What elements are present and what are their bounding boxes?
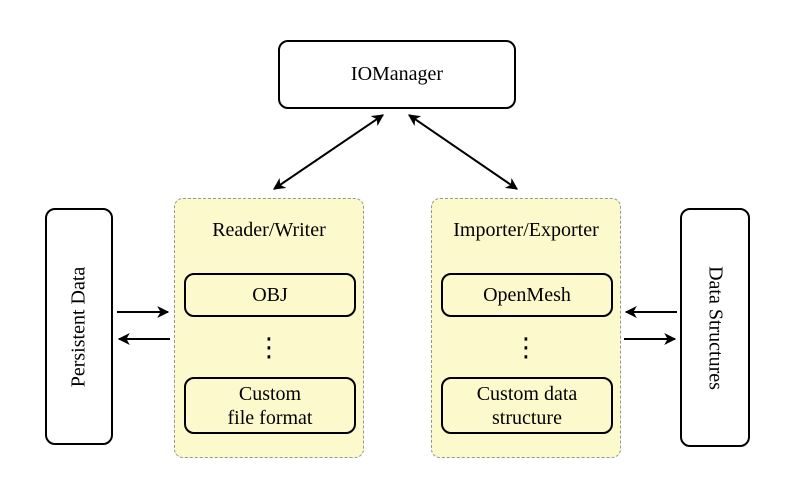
node-iomanager-label: IOManager [350,63,444,85]
node-data-structures: Data Structures [680,208,750,447]
arrow-iomanager-readerwriter [273,114,384,190]
node-custom-data-structure-line1: Custom data [476,382,578,405]
node-persistent-data-label: Persistent Data [67,266,90,387]
group-reader-writer-label: Reader/Writer [212,219,326,241]
node-custom-file-format-line2: file format [227,406,313,429]
node-openmesh: OpenMesh [441,273,613,317]
ellipsis-glyph: ⋮ [256,333,282,363]
node-custom-file-format-line1: Custom [238,382,302,405]
node-iomanager: IOManager [278,40,516,109]
node-openmesh-label: OpenMesh [483,284,571,306]
ellipsis-glyph: ⋮ [513,333,539,363]
arrow-iomanager-importerexporter [408,114,518,190]
node-custom-data-structure: Custom data structure [441,377,613,434]
node-persistent-data: Persistent Data [45,208,113,445]
group-importer-exporter: Importer/Exporter OpenMesh ⋮ Custom data… [431,198,621,458]
ellipsis-dots: ⋮ [432,325,620,371]
node-data-structures-label: Data Structures [704,265,727,390]
node-obj-label: OBJ [252,284,288,306]
node-custom-file-format: Custom file format [184,377,356,434]
node-obj: OBJ [184,273,356,317]
group-reader-writer: Reader/Writer OBJ ⋮ Custom file format [174,198,364,458]
ellipsis-dots: ⋮ [175,325,363,371]
group-importer-exporter-label: Importer/Exporter [453,219,599,241]
node-custom-data-structure-line2: structure [492,406,562,429]
